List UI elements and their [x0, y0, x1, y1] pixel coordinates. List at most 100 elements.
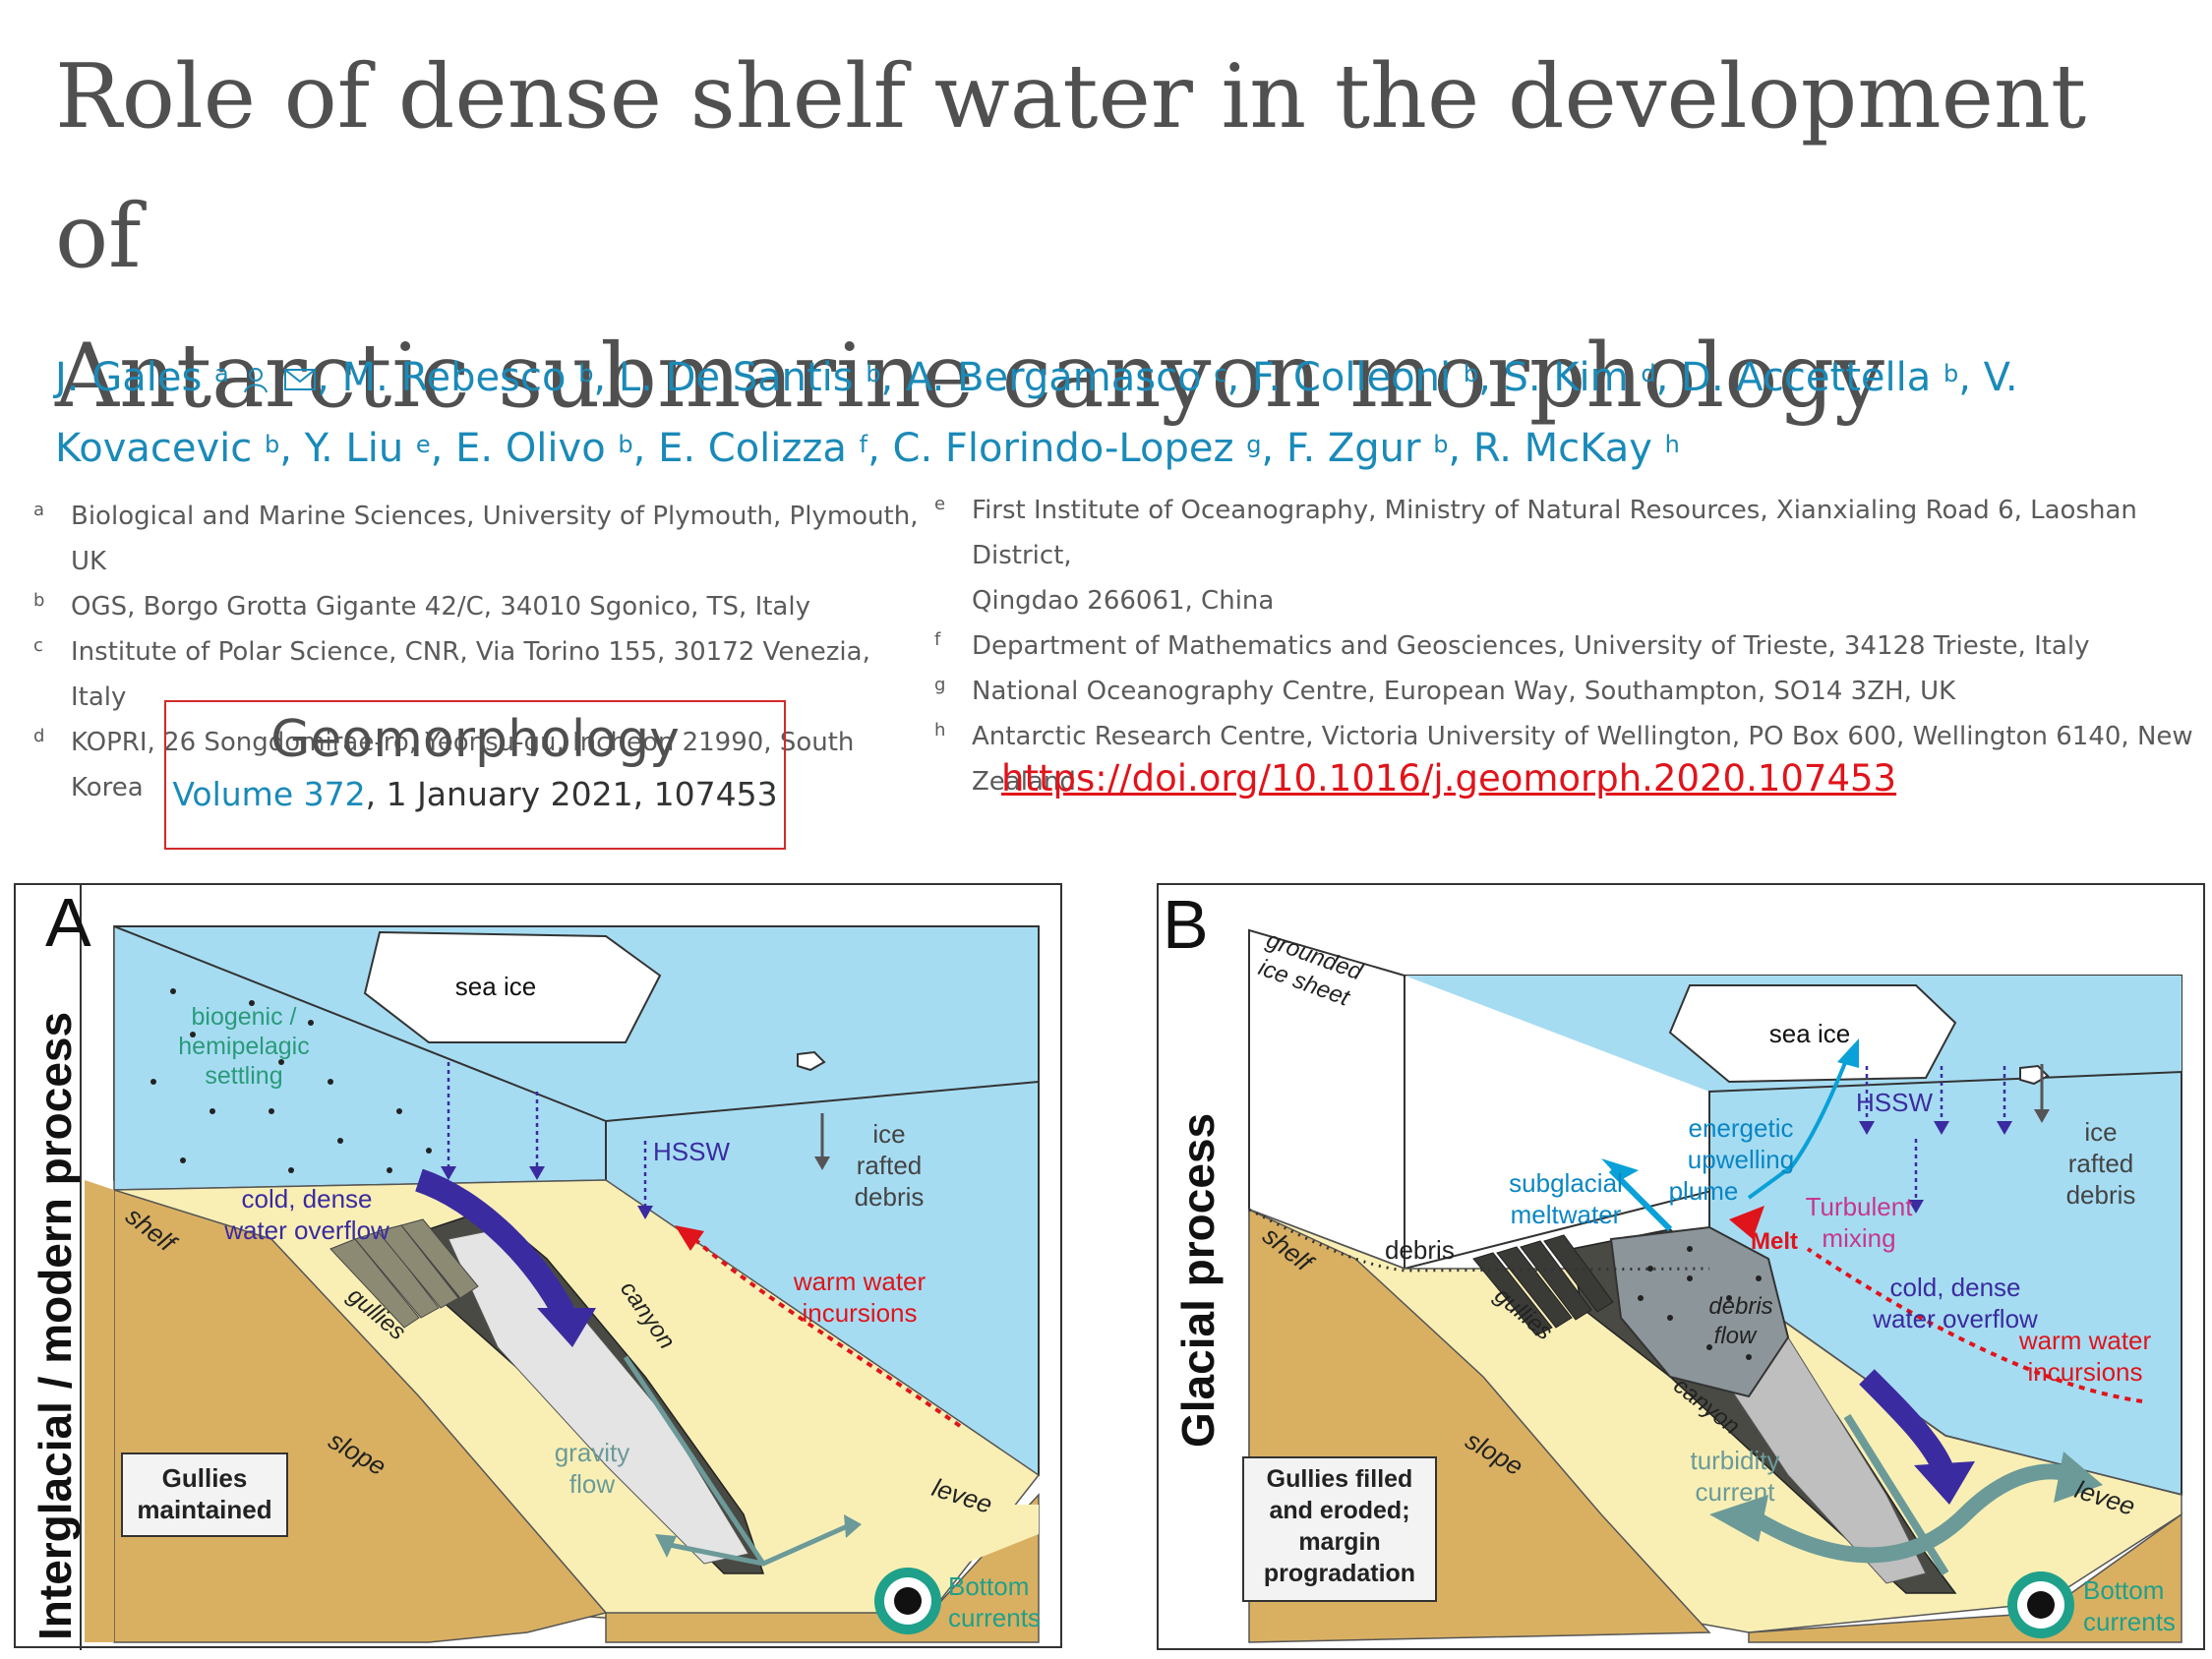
bottom-currents-b-1: Bottom — [2083, 1575, 2164, 1605]
author-affiliation-sup[interactable]: f — [859, 431, 868, 458]
author-name[interactable]: A. Bergamasco — [905, 355, 1202, 400]
author-name[interactable]: E. Colizza — [658, 426, 847, 471]
author-affiliation-sup[interactable]: h — [1664, 431, 1680, 458]
author-name[interactable]: S. Kim — [1503, 355, 1629, 400]
turbidity-1: turbidity — [1690, 1446, 1779, 1475]
subglacial-1: subglacial — [1509, 1168, 1623, 1198]
author-name[interactable]: J. Gales — [55, 355, 203, 400]
journal-name[interactable]: Geomorphology — [270, 710, 680, 769]
box-b-1: Gullies filled — [1267, 1465, 1413, 1493]
author-separator: , — [632, 426, 659, 471]
author-affiliation-sup[interactable]: b — [578, 360, 594, 387]
affiliation-row: b OGS, Borgo Grotta Gigante 42/C, 34010 S… — [33, 584, 919, 629]
affiliation-text: Department of Mathematics and Geoscience… — [972, 631, 2090, 661]
author-separator: , — [430, 426, 456, 471]
author-affiliation-sup[interactable]: b — [1463, 360, 1479, 387]
affiliation-key: d — [33, 726, 45, 746]
affiliation-text: Biological and Marine Sciences, Universi… — [71, 502, 919, 576]
author-affiliation-sup[interactable]: g — [1246, 431, 1262, 458]
affiliation-row: Qingdao 266061, China — [934, 578, 2203, 623]
melt-label: Melt — [1751, 1228, 1798, 1255]
author-name[interactable]: C. Florindo-Lopez — [892, 426, 1234, 471]
author-separator: , — [1226, 355, 1252, 400]
author-affiliation-sup[interactable]: d — [1641, 360, 1656, 387]
biogenic-line-1: biogenic / — [191, 1003, 296, 1031]
turbulent-1: Turbulent — [1806, 1192, 1914, 1221]
email-icon[interactable] — [283, 366, 317, 393]
ice-rafted-a-1: ice — [872, 1119, 905, 1149]
biogenic-line-2: hemipelagic — [178, 1033, 309, 1060]
affiliation-key: a — [33, 500, 45, 520]
author-affiliation-sup[interactable]: e — [415, 431, 431, 458]
affiliation-row: e First Institute of Oceanography, Minist… — [934, 488, 2203, 578]
author-name[interactable]: D. Accettella — [1681, 355, 1932, 400]
affiliation-key: f — [934, 629, 941, 650]
figure-panel-b: B Glacial process sea ice — [1157, 883, 2205, 1650]
ice-rafted-a-2: rafted — [857, 1151, 923, 1180]
doi-link[interactable]: https://doi.org/10.1016/j.geomorph.2020.… — [1001, 757, 1897, 800]
panel-a-illustration: A Interglacial / modern process sea ice — [30, 885, 1041, 1650]
author-name[interactable]: R. McKay — [1472, 426, 1652, 471]
author-name[interactable]: M. Rebesco — [341, 355, 567, 400]
affiliations-left: a Biological and Marine Sciences, Univers… — [33, 494, 919, 810]
affiliation-text: First Institute of Oceanography, Ministr… — [972, 496, 2137, 570]
box-b-4: progradation — [1264, 1560, 1415, 1587]
author-affiliation-sup[interactable]: a — [214, 360, 229, 387]
author-separator: , — [1478, 355, 1504, 400]
affiliations-right: e First Institute of Oceanography, Minist… — [934, 488, 2203, 804]
author-separator: , — [867, 426, 893, 471]
affiliation-key: g — [934, 675, 946, 695]
volume-link[interactable]: Volume 372 — [172, 775, 366, 813]
author-separator: , — [279, 426, 305, 471]
author-affiliation-sup[interactable]: b — [1943, 360, 1959, 387]
overflow-a-2: water overflow — [223, 1215, 389, 1245]
author-affiliation-sup[interactable]: b — [866, 360, 881, 387]
author-name[interactable]: F. Colleoni — [1251, 355, 1452, 400]
box-a-1: Gullies — [162, 1463, 248, 1493]
author-name[interactable]: F. Zgur — [1285, 426, 1421, 471]
journal-volume-line: Volume 372, 1 January 2021, 107453 — [166, 775, 784, 813]
author-affiliation-sup[interactable]: c — [1214, 360, 1227, 387]
sea-ice-shape-a — [363, 930, 662, 1043]
affiliation-row: d KOPRI, 26 Songdomirae-ro, Yeonsu-gu, In… — [33, 720, 919, 810]
turbidity-2: current — [1696, 1477, 1776, 1507]
journal-date-article: , 1 January 2021, 107453 — [365, 775, 778, 813]
affiliation-key: e — [934, 494, 946, 514]
author-separator: , — [1448, 426, 1473, 471]
overflow-a-1: cold, dense — [242, 1184, 373, 1214]
affiliation-row: f Department of Mathematics and Geoscienc… — [934, 623, 2203, 669]
author-name[interactable]: Y. Liu — [304, 426, 404, 471]
author-affiliation-sup[interactable]: b — [618, 431, 633, 458]
ice-rafted-b-1: ice — [2084, 1117, 2117, 1147]
ice-rafted-b-2: rafted — [2068, 1149, 2134, 1178]
author-name[interactable]: V. Kovacevic — [55, 355, 2018, 471]
affiliation-text: OGS, Borgo Grotta Gigante 42/C, 34010 Sg… — [71, 592, 810, 622]
ice-rafted-b-3: debris — [2066, 1180, 2136, 1210]
warm-a-2: incursions — [802, 1298, 917, 1328]
affiliation-key: b — [33, 590, 45, 611]
energetic-2: upwelling — [1688, 1145, 1794, 1174]
sea-ice-shape-b — [1668, 984, 1957, 1084]
box-b-3: margin — [1298, 1528, 1380, 1556]
overflow-b-2: water overflow — [1872, 1304, 2038, 1333]
affiliation-key: h — [934, 720, 946, 741]
author-name[interactable]: L. De Santis — [618, 355, 854, 400]
person-icon[interactable] — [241, 365, 270, 394]
panel-a-letter: A — [45, 885, 91, 961]
energetic-3: plume — [1669, 1176, 1739, 1206]
author-list: J. Gales a , M. Rebesco b, L. De Santis … — [55, 342, 2199, 484]
debris-flow-2: flow — [1714, 1323, 1758, 1349]
subglacial-2: meltwater — [1511, 1200, 1622, 1229]
affiliation-text: KOPRI, 26 Songdomirae-ro, Yeonsu-gu, Inc… — [71, 728, 855, 802]
affiliation-text: Antarctic Research Centre, Victoria Univ… — [972, 722, 2193, 797]
turbulent-2: mixing — [1822, 1223, 1895, 1253]
affiliation-row: a Biological and Marine Sciences, Univers… — [33, 494, 919, 584]
author-affiliation-sup[interactable]: b — [265, 431, 280, 458]
journal-citation-box: Geomorphology Volume 372, 1 January 2021… — [164, 700, 786, 850]
author-separator: , — [1261, 426, 1286, 471]
author-affiliation-sup[interactable]: b — [1433, 431, 1449, 458]
panel-a-side-label: Interglacial / modern process — [30, 1012, 81, 1640]
author-name[interactable]: E. Olivo — [455, 426, 606, 471]
author-separator: , — [317, 355, 342, 400]
affiliation-text: National Oceanography Centre, European W… — [972, 677, 1956, 706]
